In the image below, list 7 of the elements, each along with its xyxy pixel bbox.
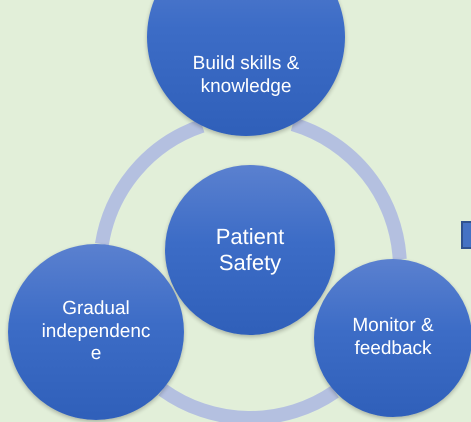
ring-arc <box>95 119 205 246</box>
ring-arc <box>290 118 407 260</box>
node-label: Gradual independence <box>40 298 152 366</box>
node-label: Patient Safety <box>214 224 286 276</box>
node-label: Monitor & feedback <box>351 315 435 361</box>
ring-arc <box>158 384 338 422</box>
node-label: Build skills & knowledge <box>192 53 300 99</box>
